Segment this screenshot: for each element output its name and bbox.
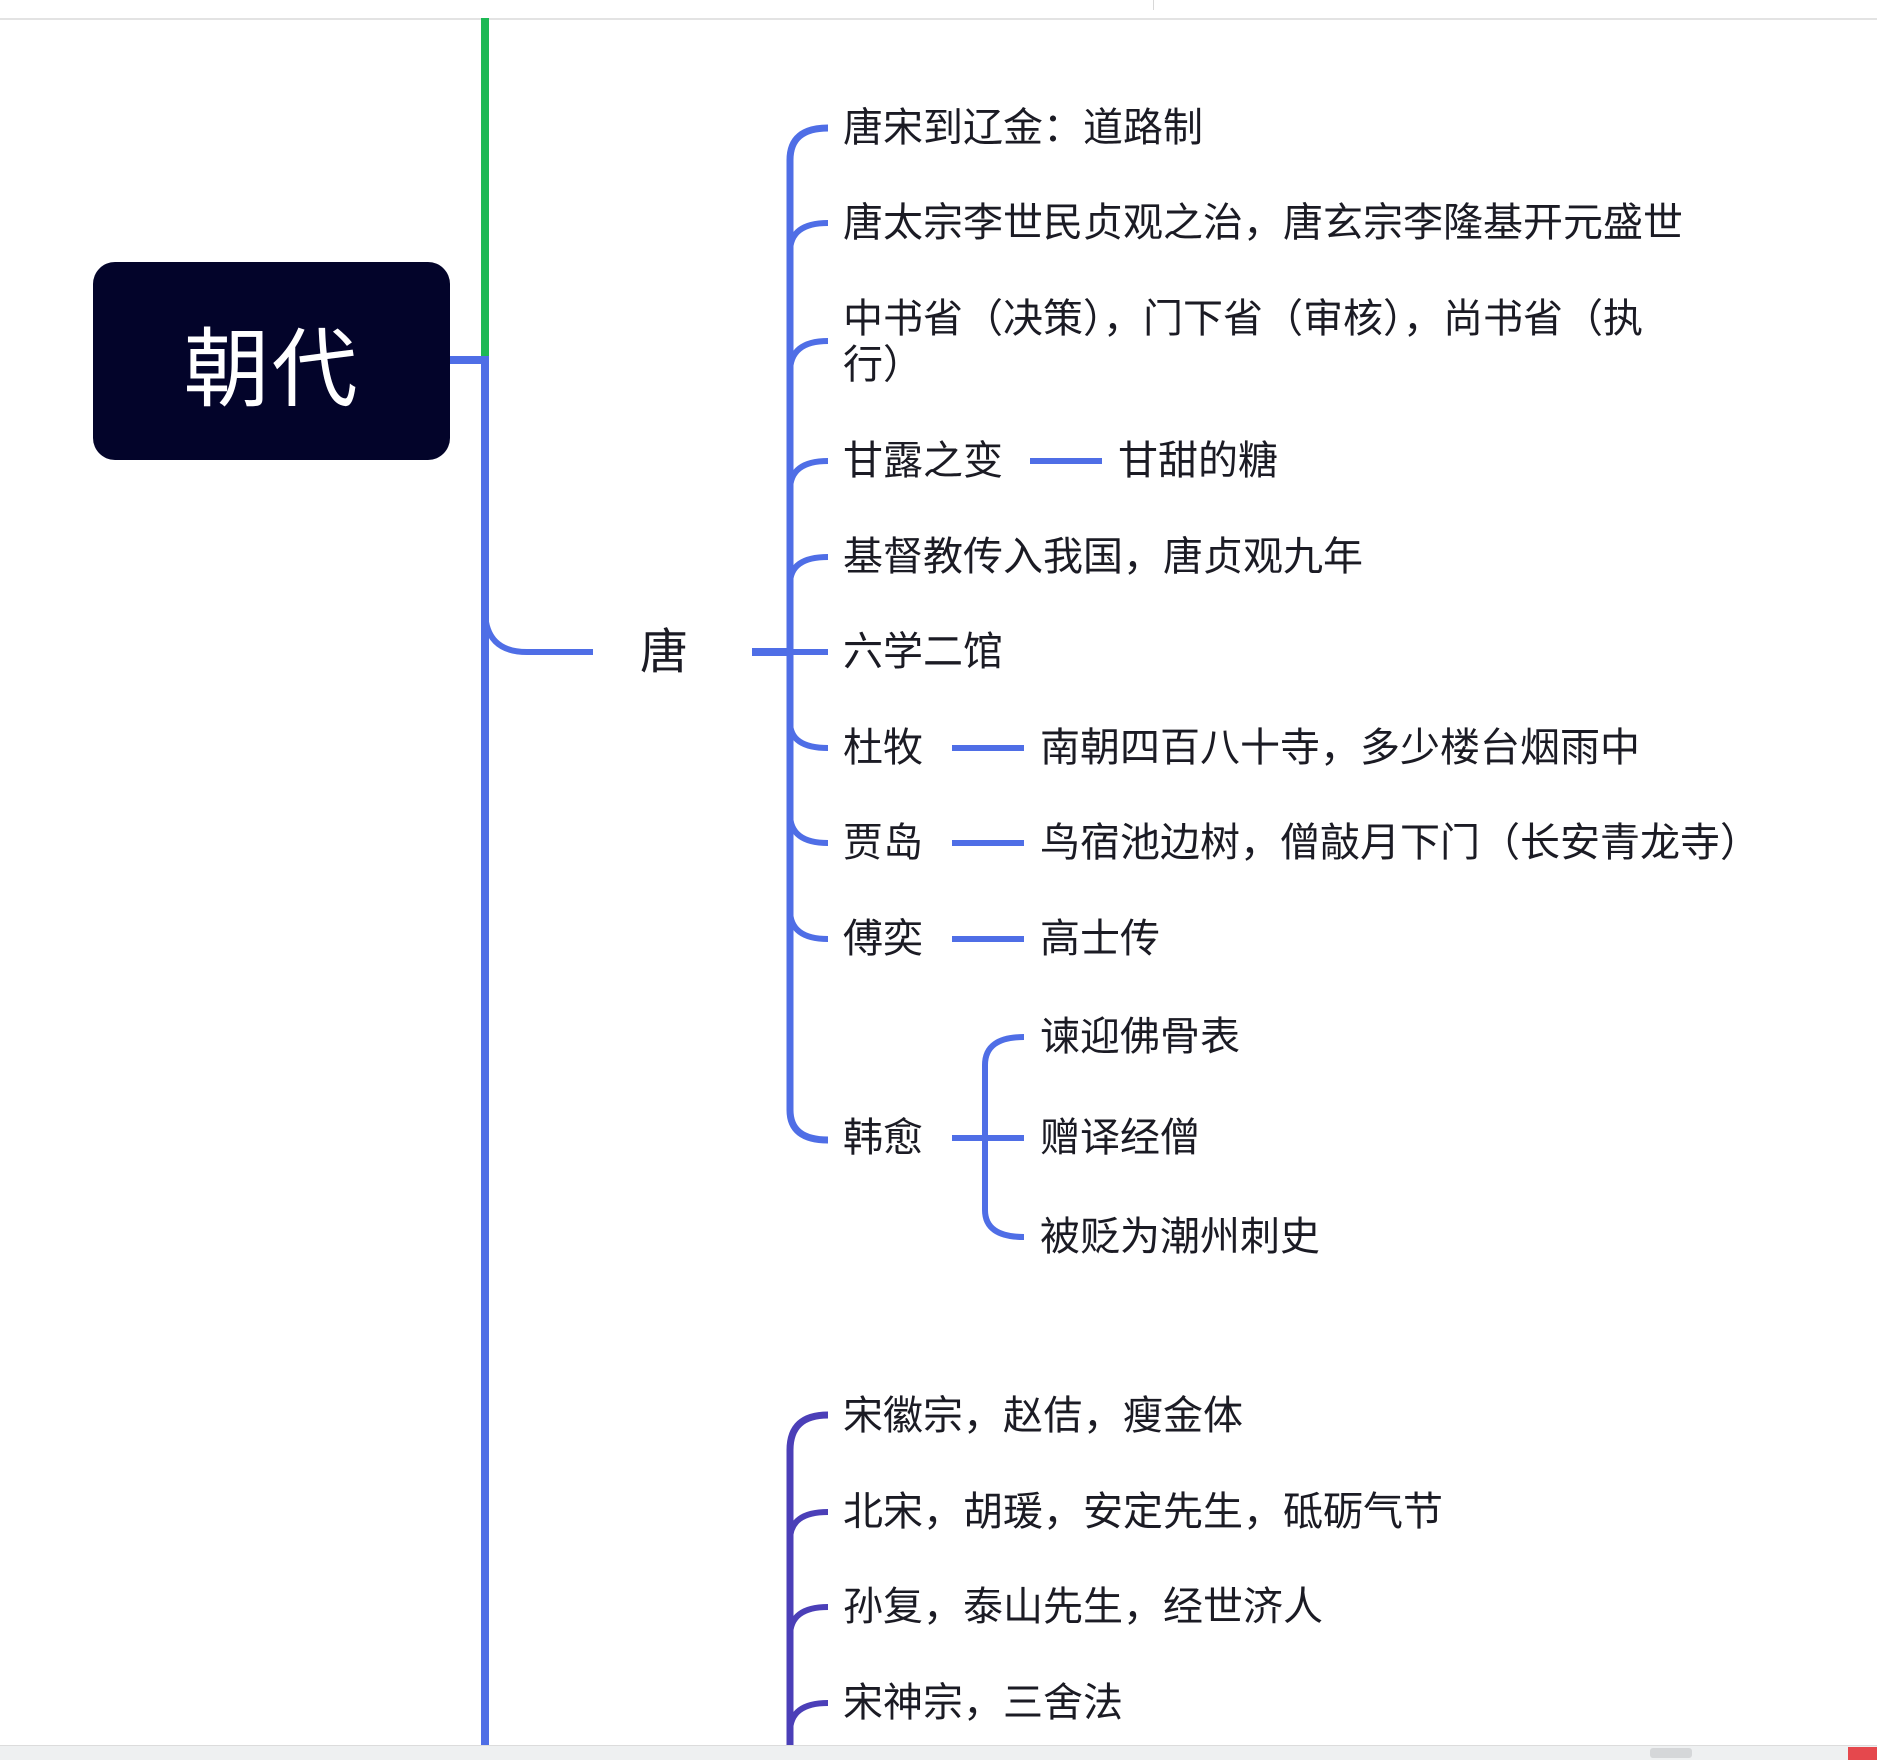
tang-tick-2	[787, 338, 829, 373]
connector-to-tang	[482, 609, 593, 655]
song-tick-4	[787, 1700, 829, 1733]
detail-fuyi[interactable]: 高士传	[1040, 916, 1160, 962]
tang-item-9[interactable]: 傅奕	[843, 916, 923, 962]
tang-tick-7	[787, 813, 829, 846]
song-item-3[interactable]: 孙复，泰山先生，经世济人	[843, 1584, 1323, 1630]
tang-item-3-line1[interactable]: 中书省（决策），门下省（审核），尚书省（执	[843, 296, 1643, 342]
top-toolbar	[0, 0, 1877, 20]
tang-tick-3	[787, 458, 829, 491]
tang-item-1[interactable]: 唐宋到辽金：道路制	[843, 105, 1203, 151]
tang-item-2[interactable]: 唐太宗李世民贞观之治，唐玄宗李隆基开元盛世	[843, 200, 1683, 246]
song-item-1[interactable]: 宋徽宗，赵佶，瘦金体	[843, 1393, 1243, 1439]
bottom-status-bar	[0, 1745, 1877, 1760]
connector-trunk	[450, 356, 489, 1745]
tang-tick-6	[787, 721, 829, 751]
tang-item-10[interactable]: 韩愈	[843, 1115, 923, 1161]
song-bracket	[786, 1411, 829, 1745]
song-tick-2	[787, 1509, 829, 1541]
detail-dumu[interactable]: 南朝四百八十寺，多少楼台烟雨中	[1040, 725, 1640, 771]
song-tick-3	[787, 1604, 829, 1637]
tang-item-4[interactable]: 甘露之变	[843, 438, 1003, 484]
toolbar-divider	[1153, 0, 1154, 10]
tang-item-7[interactable]: 杜牧	[843, 725, 923, 771]
tang-tick-4	[787, 554, 829, 585]
tang-item-8[interactable]: 贾岛	[843, 820, 923, 866]
corner-button[interactable]	[1848, 1747, 1877, 1760]
tang-item-3-line2[interactable]: 行）	[843, 342, 923, 388]
song-item-2[interactable]: 北宋，胡瑗，安定先生，砥砺气节	[843, 1489, 1443, 1535]
song-item-4[interactable]: 宋神宗，三舍法	[843, 1680, 1123, 1726]
tang-item-5[interactable]: 基督教传入我国，唐贞观九年	[843, 534, 1363, 580]
tang-tick-1	[787, 220, 829, 253]
detail-ganlu[interactable]: 甘甜的糖	[1118, 438, 1278, 484]
tang-bracket	[786, 124, 829, 1144]
detail-hanyu-3[interactable]: 被贬为潮州刺史	[1040, 1214, 1320, 1260]
branch-tang[interactable]: 唐	[640, 624, 689, 680]
detail-hanyu-2[interactable]: 赠译经僧	[1040, 1115, 1200, 1161]
detail-hanyu-1[interactable]: 谏迎佛骨表	[1040, 1014, 1240, 1060]
tang-tick-8	[787, 909, 829, 942]
tang-item-6[interactable]: 六学二馆	[843, 629, 1003, 675]
detail-jiadao[interactable]: 鸟宿池边树，僧敲月下门（长安青龙寺）	[1040, 820, 1760, 866]
scroll-thumb[interactable]	[1650, 1748, 1692, 1758]
root-node[interactable]: 朝代	[93, 262, 450, 460]
